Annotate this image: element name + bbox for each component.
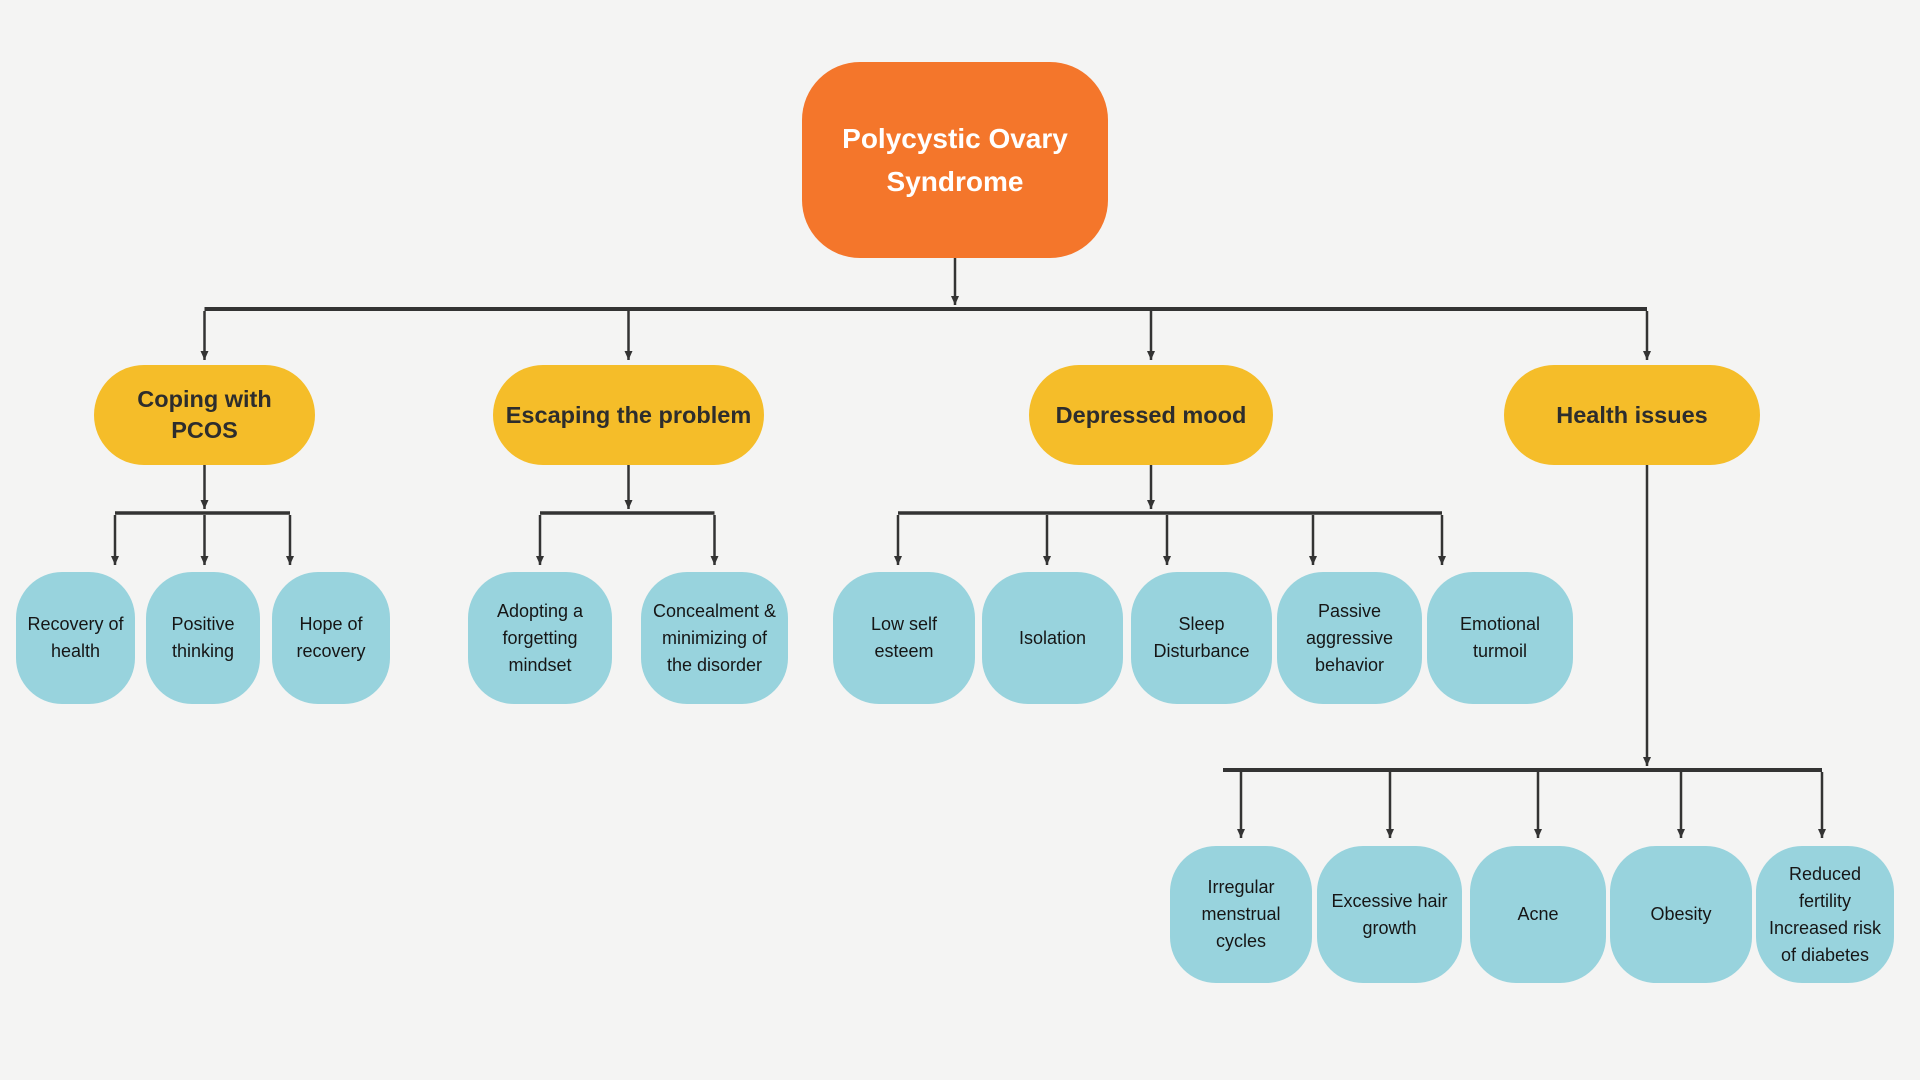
leaf-node-label: Acne [1517,904,1559,924]
leaf-node-adopting-a-forgetting-mindset[interactable]: Adopting a forgetting mindset [468,572,612,704]
leaf-node-label: Positive thinking [171,614,235,661]
root-node-label: Polycystic Ovary Syndrome [842,122,1068,197]
leaf-node-label: Sleep Disturbance [1153,614,1250,661]
leaf-node-concealment-minimizing[interactable]: Concealment & minimizing of the disorder [641,572,788,704]
branch-node-label: Health issues [1556,401,1708,428]
leaf-node-label: Isolation [1018,627,1087,648]
leaf-node-label: Passive aggressive behavior [1305,600,1394,675]
branch-node-escaping-the-problem[interactable]: Escaping the problem [493,365,764,465]
leaf-node-label: Reduced fertility Increased risk of diab… [1768,863,1882,965]
leaf-node-passive-aggressive-behavior[interactable]: Passive aggressive behavior [1277,572,1422,704]
leaf-node-irregular-menstrual-cycles[interactable]: Irregular menstrual cycles [1170,846,1312,983]
branch-node-health-issues[interactable]: Health issues [1504,365,1760,465]
connector-depressed-subtree [894,465,1446,565]
root-node[interactable]: Polycystic Ovary Syndrome [802,62,1108,258]
leaf-node-label: Adopting a forgetting mindset [496,600,584,675]
leaf-node-reduced-fertility-diabetes-risk[interactable]: Reduced fertility Increased risk of diab… [1756,846,1894,983]
leaf-node-hope-of-recovery[interactable]: Hope of recovery [272,572,390,704]
branch-node-depressed-mood[interactable]: Depressed mood [1029,365,1273,465]
leaf-node-excessive-hair-growth[interactable]: Excessive hair growth [1317,846,1462,983]
leaf-node-label: Low self esteem [870,614,938,661]
leaf-node-obesity[interactable]: Obesity [1610,846,1752,983]
leaf-node-positive-thinking[interactable]: Positive thinking [146,572,260,704]
connector-coping-subtree [111,465,294,565]
leaf-node-sleep-disturbance[interactable]: Sleep Disturbance [1131,572,1272,704]
leaf-node-label: Recovery of health [27,614,124,661]
leaf-node-recovery-of-health[interactable]: Recovery of health [16,572,135,704]
branch-node-label: Depressed mood [1055,401,1247,428]
branch-node-coping-with-pcos[interactable]: Coping with PCOS [94,365,315,465]
leaf-node-label: Hope of recovery [296,614,366,661]
leaf-node-label: Obesity [1650,904,1712,924]
leaf-node-label: Concealment & minimizing of the disorder [652,600,777,675]
leaf-node-label: Emotional turmoil [1459,614,1541,661]
connector-health-subtree [1223,465,1826,838]
branch-node-label: Escaping the problem [505,401,752,428]
connector-root-to-branches [200,258,1651,360]
leaf-node-emotional-turmoil[interactable]: Emotional turmoil [1427,572,1573,704]
leaf-node-acne[interactable]: Acne [1470,846,1606,983]
connector-escaping-subtree [536,465,719,565]
leaf-node-isolation[interactable]: Isolation [982,572,1123,704]
leaf-node-label: Irregular menstrual cycles [1201,877,1281,951]
leaf-node-low-self-esteem[interactable]: Low self esteem [833,572,975,704]
leaf-node-label: Excessive hair growth [1331,890,1448,938]
branch-node-label: Coping with PCOS [137,386,272,443]
